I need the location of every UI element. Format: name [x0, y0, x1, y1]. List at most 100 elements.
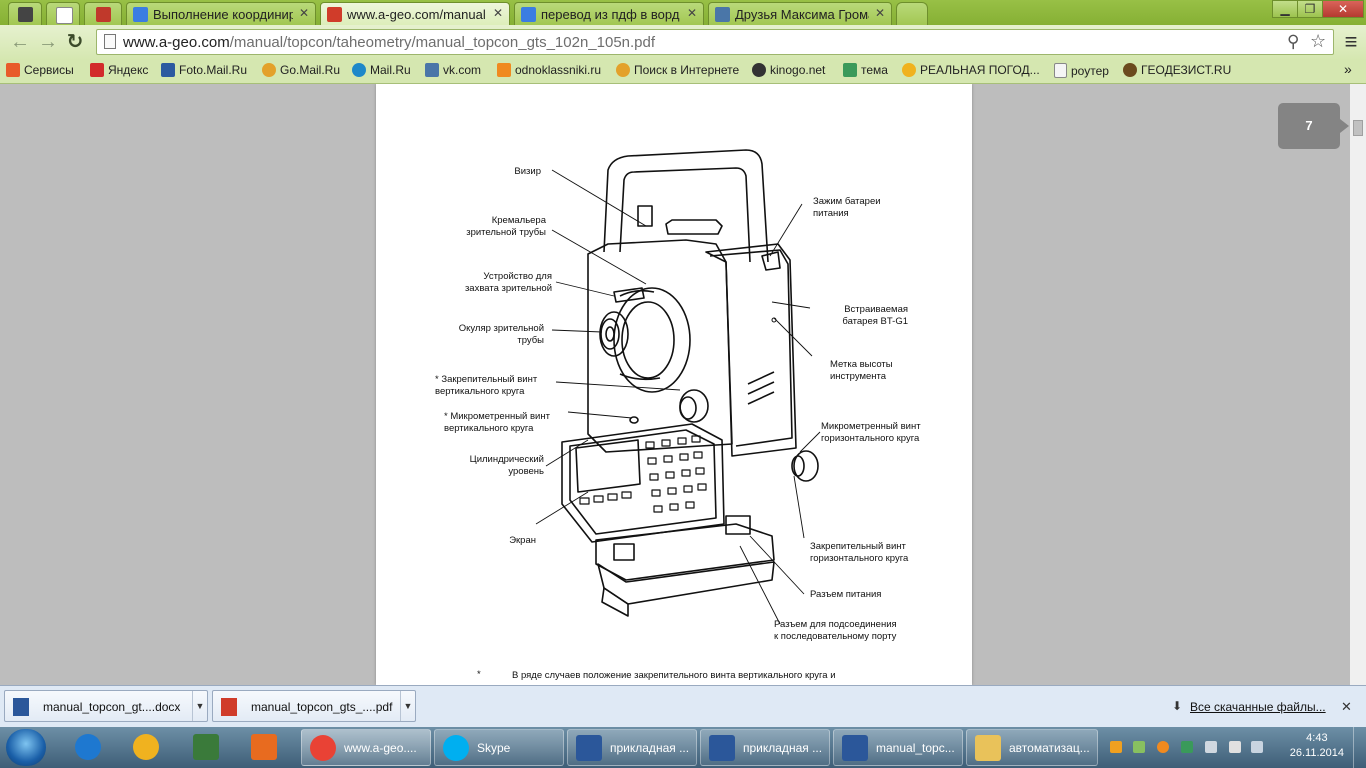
forward-button[interactable]: →	[38, 31, 58, 53]
odnoklassniki-icon	[497, 63, 511, 77]
taskbar-pinned-media[interactable]	[238, 729, 290, 766]
go-mail-icon	[262, 63, 276, 77]
back-button[interactable]: ←	[10, 31, 30, 53]
windows-taskbar: www.a-geo.... Skype прикладная ... прикл…	[0, 727, 1366, 768]
show-desktop-button[interactable]	[1353, 727, 1366, 768]
skype-icon	[443, 735, 469, 761]
bookmark-geodezist[interactable]: ГЕОДЕЗИСТ.RU	[1123, 63, 1231, 77]
label-batareya: Встраиваемая батарея BT-G1	[842, 304, 908, 327]
bookmark-odnoklassniki[interactable]: odnoklassniki.ru	[497, 63, 601, 77]
tab-a-geo[interactable]: www.a-geo.com/manual ✕	[320, 2, 510, 26]
bookmark-go-mail[interactable]: Go.Mail.Ru	[262, 63, 340, 77]
bookmark-mail-ru[interactable]: Mail.Ru	[352, 63, 411, 77]
mail-ru-icon	[352, 63, 366, 77]
tray-media-icon[interactable]	[1110, 741, 1122, 753]
address-bar[interactable]: www.a-geo.com/manual/topcon/taheometry/m…	[96, 29, 1334, 55]
blank-page-icon	[56, 7, 73, 24]
archicad-icon	[133, 734, 159, 760]
apps-grid-icon	[6, 63, 20, 77]
label-ekran: Экран	[509, 535, 536, 546]
maximize-button[interactable]: ❐	[1297, 0, 1323, 18]
bookmark-foto-mail[interactable]: Foto.Mail.Ru	[161, 63, 247, 77]
volume-icon[interactable]	[1251, 741, 1263, 753]
taskbar-window-word-3[interactable]: manual_topc...	[833, 729, 963, 766]
download-item-pdf[interactable]: manual_topcon_gts_....pdf ▼	[212, 690, 416, 722]
vk-icon	[425, 63, 439, 77]
taskbar-pinned-archicad[interactable]	[120, 729, 172, 766]
tab-vk[interactable]: Друзья Максима Громан ✕	[708, 2, 892, 25]
bookmark-weather[interactable]: РЕАЛЬНАЯ ПОГОД...	[902, 63, 1040, 77]
chevron-down-icon[interactable]: ▼	[400, 691, 415, 721]
word-icon	[709, 735, 735, 761]
label-zazhim: Зажим батареи питания	[813, 196, 881, 219]
start-button[interactable]	[6, 729, 46, 766]
minimize-button[interactable]: ▁	[1272, 0, 1298, 18]
page-number-indicator: 7	[1278, 103, 1349, 149]
tab-strip: Выполнение координир ✕ www.a-geo.com/man…	[0, 0, 1366, 26]
system-clock[interactable]: 4:43 26.11.2014	[1290, 731, 1344, 761]
map-app-icon	[193, 734, 219, 760]
bookmark-tema[interactable]: тема	[843, 63, 888, 77]
word-doc-icon	[13, 698, 29, 716]
pdf-viewer[interactable]: Визир Кремальера зрительной трубы Устрой…	[0, 84, 1350, 685]
taskbar-window-folder[interactable]: автоматизац...	[966, 729, 1098, 766]
viewer-scrollbar[interactable]	[1350, 84, 1366, 685]
tab-blank[interactable]	[46, 2, 80, 25]
close-button[interactable]: ✕	[1322, 0, 1364, 18]
show-all-downloads-link[interactable]: Все скачанные файлы...	[1190, 700, 1326, 714]
tray-odnoklassniki-icon[interactable]	[1157, 741, 1169, 753]
star-icon[interactable]: ☆	[1310, 31, 1327, 51]
taskbar-window-word-2[interactable]: прикладная ...	[700, 729, 830, 766]
tray-network-share-icon[interactable]	[1133, 741, 1145, 753]
taskbar-window-word-1[interactable]: прикладная ...	[567, 729, 697, 766]
search-icon[interactable]: ⚲	[1287, 32, 1300, 51]
taskbar-pinned-map[interactable]	[180, 729, 232, 766]
download-item-docx[interactable]: manual_topcon_gt....docx ▼	[4, 690, 208, 722]
page-icon	[104, 34, 116, 49]
tab-close-icon[interactable]: ✕	[874, 6, 885, 20]
tray-app-icon[interactable]	[1181, 741, 1193, 753]
pdf-file-icon	[221, 698, 237, 716]
url-host: www.a-geo.com	[123, 34, 230, 51]
app-pin-icon	[18, 7, 33, 22]
google-favicon-icon	[133, 7, 148, 22]
taskbar-pinned-ie[interactable]	[62, 729, 114, 766]
clock-date: 26.11.2014	[1289, 747, 1344, 759]
tab-close-icon[interactable]: ✕	[492, 6, 503, 20]
new-tab-button[interactable]	[896, 2, 928, 25]
label-tsilindr: Цилиндрический уровень	[469, 454, 544, 477]
tab-perevod[interactable]: перевод из пдф в ворд в ✕	[514, 2, 704, 25]
signal-bars-icon[interactable]	[1229, 741, 1241, 753]
tab-close-icon[interactable]: ✕	[686, 6, 697, 20]
tab-shield[interactable]	[84, 2, 122, 25]
taskbar-window-chrome[interactable]: www.a-geo....	[301, 729, 431, 766]
tab-pinned-app[interactable]	[8, 2, 42, 25]
scrollbar-thumb[interactable]	[1353, 120, 1363, 136]
bookmark-vk[interactable]: vk.com	[425, 63, 481, 77]
bookmark-search[interactable]: Поиск в Интернете	[616, 63, 739, 77]
menu-icon[interactable]: ≡	[1344, 29, 1358, 54]
reload-button[interactable]: ↻	[66, 31, 84, 53]
bookmark-router[interactable]: роутер	[1054, 63, 1109, 78]
close-downloads-button[interactable]: ✕	[1341, 699, 1352, 714]
word-icon	[576, 735, 602, 761]
tray-flag-icon[interactable]	[1205, 741, 1217, 753]
label-razem-pit: Разъем питания	[810, 589, 882, 600]
bookmark-kinogo[interactable]: kinogo.net	[752, 63, 825, 77]
tab-close-icon[interactable]: ✕	[298, 6, 309, 20]
url-path: /manual/topcon/taheometry/manual_topcon_…	[229, 34, 656, 51]
search-loupe-icon	[616, 63, 630, 77]
chevron-down-icon[interactable]: ▼	[192, 691, 207, 721]
bookmark-yandex[interactable]: Яндекс	[90, 63, 148, 77]
bookmark-services[interactable]: Сервисы	[6, 63, 74, 77]
a-geo-favicon-icon	[327, 7, 342, 22]
tab-label: Выполнение координир	[153, 7, 293, 22]
tema-icon	[843, 63, 857, 77]
clock-time: 4:43	[1306, 732, 1328, 744]
tab-koord[interactable]: Выполнение координир ✕	[126, 2, 316, 25]
taskbar-window-skype[interactable]: Skype	[434, 729, 564, 766]
tab-label: www.a-geo.com/manual	[347, 7, 486, 22]
word-icon	[842, 735, 868, 761]
bookmarks-overflow-button[interactable]: »	[1344, 61, 1352, 77]
download-arrow-icon: ⬇	[1172, 699, 1183, 713]
